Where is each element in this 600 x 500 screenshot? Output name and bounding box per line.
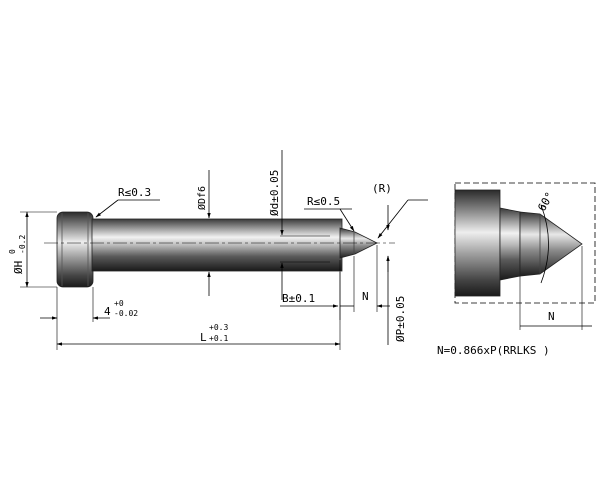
h-sub: -0.2 xyxy=(18,235,27,254)
four-label: 4 xyxy=(104,305,111,318)
p-label: ØP±0.05 xyxy=(394,296,407,342)
dim-d-f6: ØDf6 xyxy=(196,170,211,296)
pin-shank xyxy=(91,218,343,272)
dim-l: L +0.3 +0.1 xyxy=(56,272,341,350)
b-label: B±0.1 xyxy=(282,292,315,305)
dim-h: ØH 0 -0.2 xyxy=(8,211,57,288)
dim-p: ØP±0.05 xyxy=(386,205,407,345)
h-label: ØH xyxy=(12,261,25,274)
d-f6-label: ØDf6 xyxy=(196,186,208,210)
angle-label: 60° xyxy=(535,190,556,214)
detail-cone xyxy=(519,211,583,277)
r-tip-label: R≤0.5 xyxy=(307,195,340,208)
four-sup: +0 xyxy=(114,299,124,308)
dim-r-tip: R≤0.5 xyxy=(304,195,355,232)
r-head-label: R≤0.3 xyxy=(118,186,151,199)
dim-r-paren: (R) xyxy=(372,182,428,239)
pin-body xyxy=(56,211,378,288)
d-small-label: Ød±0.05 xyxy=(268,170,281,216)
h-sup: 0 xyxy=(8,249,17,254)
n-detail-label: N xyxy=(548,310,555,323)
n-label: N xyxy=(362,290,369,303)
l-sub: +0.1 xyxy=(209,334,228,343)
four-sub: -0.02 xyxy=(114,309,138,318)
detail-head xyxy=(454,189,501,297)
l-label: L xyxy=(200,331,207,344)
detail-step xyxy=(499,207,521,281)
dim-r-head: R≤0.3 xyxy=(95,186,160,218)
r-paren-label: (R) xyxy=(372,182,392,195)
l-sup: +0.3 xyxy=(209,323,228,332)
dim-four: 4 +0 -0.02 xyxy=(40,287,138,350)
detail-view: 60° N xyxy=(454,182,596,330)
dim-d-small: Ød±0.05 xyxy=(268,150,284,300)
formula-text: N=0.866xP(RRLKS ) xyxy=(437,344,550,357)
